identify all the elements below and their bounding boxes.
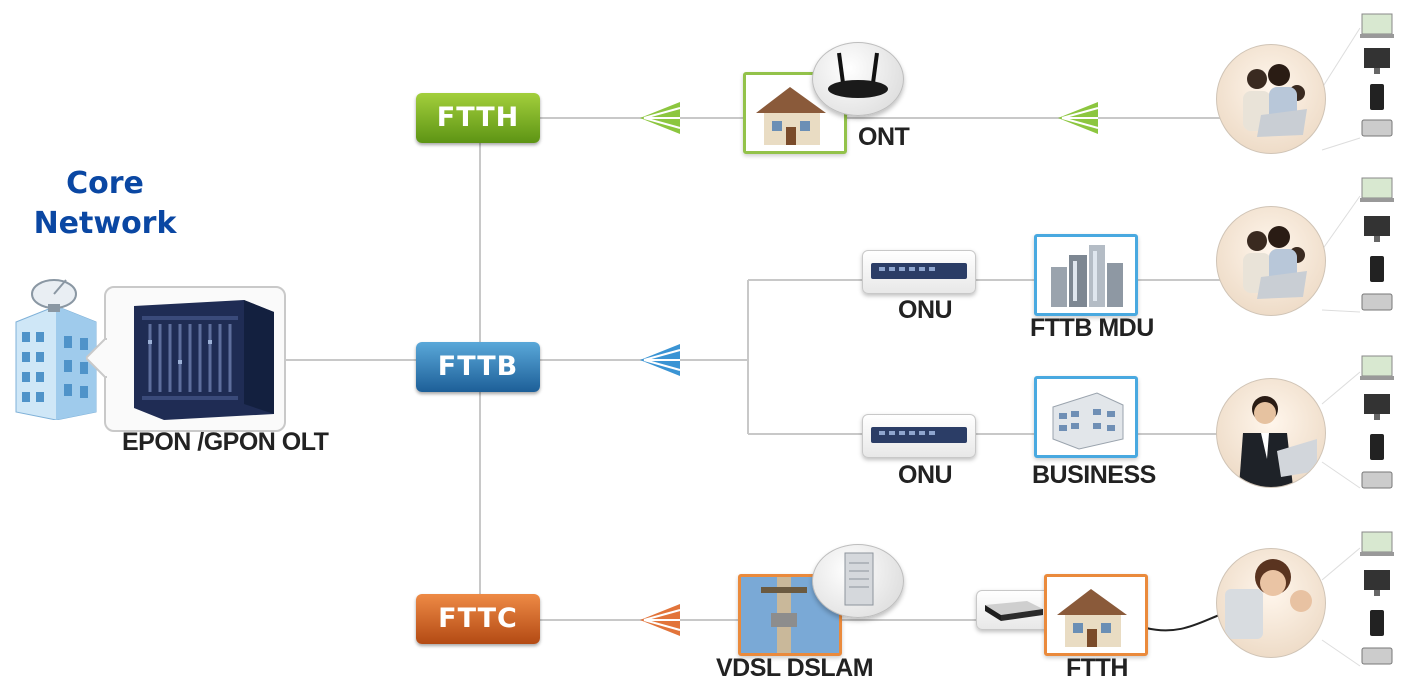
house-icon xyxy=(756,87,826,145)
mdu-label: FTTB MDU xyxy=(1030,314,1154,342)
monitor-icon xyxy=(1364,216,1390,242)
onu-2-label: ONU xyxy=(898,461,953,489)
business-circle[interactable] xyxy=(1216,378,1326,488)
ftth-button[interactable]: FTTH xyxy=(416,93,540,143)
family-circle-2[interactable] xyxy=(1216,206,1326,316)
business-frame[interactable] xyxy=(1034,376,1138,458)
splitter-icon xyxy=(640,344,681,376)
router-icon xyxy=(828,52,888,98)
family-circle-1[interactable] xyxy=(1216,44,1326,154)
splitter-icon xyxy=(640,604,681,636)
phone-icon xyxy=(1361,293,1393,311)
onu-2-box[interactable] xyxy=(862,414,976,458)
laptop-icon xyxy=(1360,13,1394,38)
businessman-icon xyxy=(1239,396,1317,487)
ont-house-frame[interactable] xyxy=(743,72,847,154)
olt-frame-pointer xyxy=(86,338,108,378)
business-label: BUSINESS xyxy=(1032,461,1156,489)
house-icon xyxy=(1057,589,1127,647)
olt-rack-icon[interactable] xyxy=(134,300,274,420)
ont-label: ONT xyxy=(858,123,910,151)
building-icon xyxy=(1051,245,1123,307)
onu-1-box[interactable] xyxy=(862,250,976,294)
core-title-line2: Network xyxy=(33,206,177,241)
mdu-frame[interactable] xyxy=(1034,234,1138,316)
switch-icon xyxy=(871,427,967,443)
onu-1-label: ONU xyxy=(898,296,953,324)
family-icon xyxy=(1243,64,1307,137)
fttc-house-frame[interactable] xyxy=(1044,574,1148,656)
fttb-button[interactable]: FTTB xyxy=(416,342,540,392)
core-title-line1: Core xyxy=(66,166,144,201)
splitter-icon xyxy=(1058,102,1099,134)
device-column-3 xyxy=(1360,354,1396,499)
modem-icon xyxy=(985,601,1043,621)
dslam-label: VDSL DSLAM xyxy=(716,654,874,682)
phone-icon xyxy=(1361,471,1393,489)
dslam-frame[interactable] xyxy=(738,574,842,656)
device-column-4 xyxy=(1360,530,1396,675)
monitor-icon xyxy=(1364,48,1390,74)
mobile-icon xyxy=(1370,256,1384,282)
dslam-cabinet-icon xyxy=(844,552,874,606)
router-bubble xyxy=(812,42,904,116)
fttc-button[interactable]: FTTC xyxy=(416,594,540,644)
phone-icon xyxy=(1361,647,1393,665)
olt-label: EPON /GPON OLT xyxy=(122,428,329,456)
dslam-bubble xyxy=(812,544,904,618)
family-circle-3[interactable] xyxy=(1216,548,1326,658)
office-icon xyxy=(1052,392,1124,450)
family-icon xyxy=(1243,226,1307,299)
laptop-icon xyxy=(1360,177,1394,202)
mobile-icon xyxy=(1370,434,1384,460)
mobile-icon xyxy=(1370,610,1384,636)
mobile-icon xyxy=(1370,84,1384,110)
fttc-home-label: FTTH xyxy=(1066,654,1128,682)
core-network-title: Core Network xyxy=(30,164,180,244)
switch-icon xyxy=(871,263,967,279)
laptop-icon xyxy=(1360,531,1394,556)
device-column-2 xyxy=(1360,176,1396,321)
monitor-icon xyxy=(1364,394,1390,420)
satellite-building-icon xyxy=(15,279,97,420)
splitter-icon xyxy=(640,102,681,134)
modem-box[interactable] xyxy=(976,590,1052,630)
monitor-icon xyxy=(1364,570,1390,596)
device-column-1 xyxy=(1360,12,1396,147)
laptop-icon xyxy=(1360,355,1394,380)
family-icon xyxy=(1225,559,1312,639)
phone-icon xyxy=(1361,119,1393,137)
